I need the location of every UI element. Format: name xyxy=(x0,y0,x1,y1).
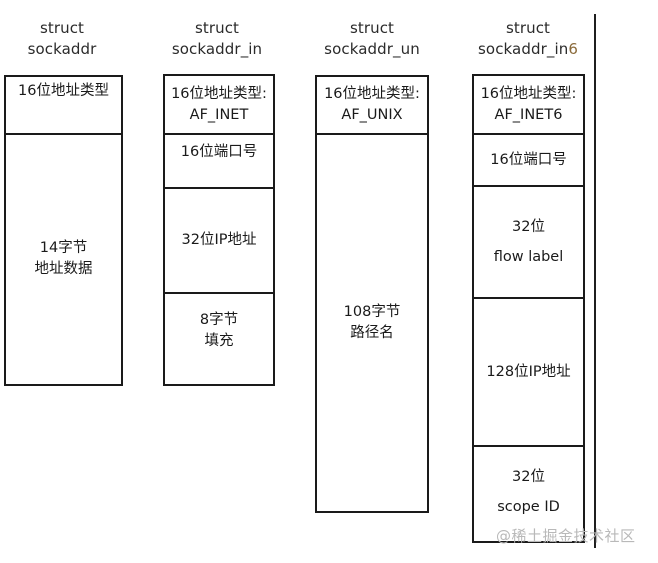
field-sockaddr-in6-port: 16位端口号 xyxy=(474,133,583,185)
field-line: 14字节 xyxy=(39,240,88,256)
field-line: 16位地址类型: xyxy=(324,86,420,102)
field-line: 地址数据 xyxy=(34,261,93,277)
field-line: flow label xyxy=(493,248,564,265)
field-line: 108字节 xyxy=(343,303,401,320)
field-line: 填充 xyxy=(204,333,234,349)
column-title-line2: sockaddr_in6 xyxy=(462,39,594,60)
column-title-line2: sockaddr_un xyxy=(307,39,437,60)
column-title-line2: sockaddr xyxy=(0,39,124,60)
field-sockaddr-in6-flow-label: 32位 flow label xyxy=(474,185,583,297)
struct-box-sockaddr-un: 16位地址类型: AF_UNIX 108字节 路径名 xyxy=(315,75,429,513)
field-line: AF_INET6 xyxy=(494,106,563,123)
struct-box-sockaddr-in6: 16位地址类型: AF_INET6 16位端口号 32位 flow label … xyxy=(472,74,585,543)
field-line: 16位地址类型 xyxy=(18,83,109,99)
field-line: 32位IP地址 xyxy=(181,232,257,248)
field-line: AF_INET xyxy=(189,106,249,123)
struct-box-sockaddr-in: 16位地址类型: AF_INET 16位端口号 32位IP地址 8字节 填充 xyxy=(163,74,275,386)
column-title-sockaddr-in: struct sockaddr_in xyxy=(155,18,279,60)
field-sockaddr-un-addr-family: 16位地址类型: AF_UNIX xyxy=(317,77,427,133)
field-sockaddr-in-padding: 8字节 填充 xyxy=(165,292,273,383)
field-line: 16位端口号 xyxy=(490,151,567,168)
column-title-line2-text: sockaddr_in xyxy=(478,40,569,58)
field-sockaddr-in6-ipv6-addr: 128位IP地址 xyxy=(474,297,583,445)
field-line: 16位地址类型: xyxy=(171,85,267,102)
field-sockaddr-addr-data: 14字节 地址数据 xyxy=(6,133,121,383)
field-line: 16位端口号 xyxy=(180,144,258,160)
field-line: 8字节 xyxy=(199,312,239,328)
column-title-line1: struct xyxy=(194,19,240,37)
column-title-line2: sockaddr_in xyxy=(155,39,279,60)
column-title-line2-text: sockaddr xyxy=(27,40,97,58)
field-sockaddr-in6-scope-id: 32位 scope ID xyxy=(474,445,583,540)
column-title-line2-text: sockaddr_in xyxy=(171,40,263,58)
watermark: @稀土掘金技术社区 xyxy=(496,527,636,545)
column-title-sockaddr-in6: struct sockaddr_in6 xyxy=(462,18,594,60)
column-title-line1: struct xyxy=(505,19,551,37)
field-line: 32位 xyxy=(512,218,545,235)
field-sockaddr-in6-addr-family: 16位地址类型: AF_INET6 xyxy=(474,76,583,133)
field-line: AF_UNIX xyxy=(341,107,403,123)
struct-box-sockaddr: 16位地址类型 14字节 地址数据 xyxy=(4,75,123,386)
field-sockaddr-addr-family: 16位地址类型 xyxy=(6,77,121,133)
field-line: 路径名 xyxy=(350,324,394,341)
right-edge-rule xyxy=(594,14,596,548)
column-title-sockaddr-un: struct sockaddr_un xyxy=(307,18,437,60)
field-sockaddr-in-ipv4-addr: 32位IP地址 xyxy=(165,187,273,292)
column-title-line2-text: sockaddr_un xyxy=(324,40,420,58)
column-title-sockaddr: struct sockaddr xyxy=(0,18,124,60)
field-line: 128位IP地址 xyxy=(486,363,571,380)
field-sockaddr-un-pathname: 108字节 路径名 xyxy=(317,133,427,510)
field-line: 32位 xyxy=(512,469,545,485)
column-title-line1: struct xyxy=(39,19,85,37)
field-line: scope ID xyxy=(497,499,560,515)
field-sockaddr-in-port: 16位端口号 xyxy=(165,133,273,187)
field-sockaddr-in-addr-family: 16位地址类型: AF_INET xyxy=(165,76,273,133)
column-title-line1: struct xyxy=(349,19,395,37)
field-line: 16位地址类型: xyxy=(480,85,577,102)
column-title-suffix: 6 xyxy=(568,40,578,58)
